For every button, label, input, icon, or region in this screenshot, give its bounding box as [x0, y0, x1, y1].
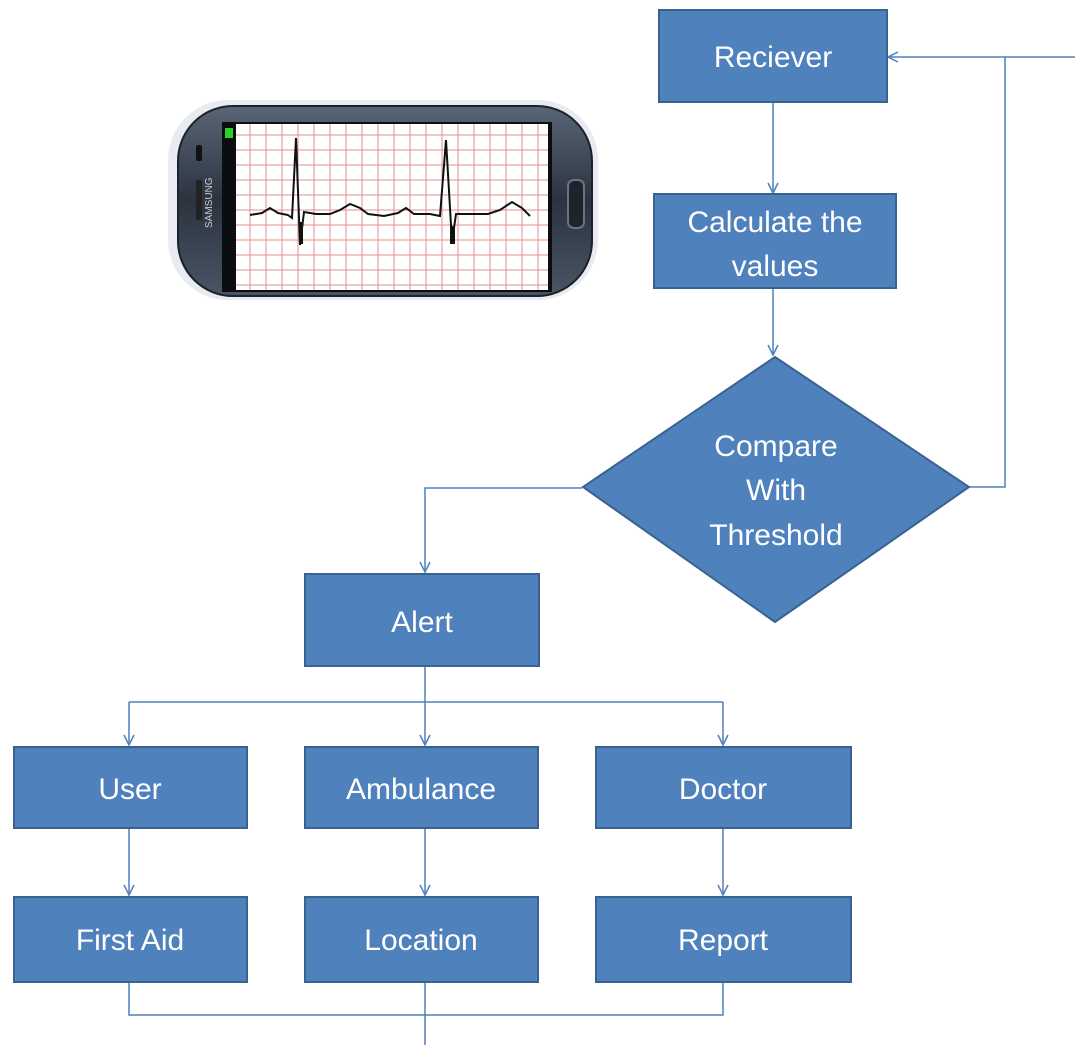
node-ambulance: Ambulance [304, 746, 539, 829]
node-user-label: User [98, 773, 161, 806]
connector-bottom-collector [128, 983, 724, 1016]
node-compare-label-line2: With [746, 474, 806, 507]
phone-brand-text: SAMSUNG [204, 177, 215, 228]
node-receiver-label: Reciever [714, 41, 832, 74]
node-alert-label: Alert [391, 606, 453, 639]
node-report-label: Report [678, 924, 769, 957]
node-calculate-label-line1: Calculate the [687, 206, 862, 239]
ecg-trace [249, 137, 531, 246]
phone-ecg-image: SAMSUNG [168, 100, 598, 300]
node-alert: Alert [304, 573, 540, 667]
connector-compare-feedback-to-receiver [969, 56, 1075, 488]
node-compare-label-line3: Threshold [709, 519, 842, 552]
node-location: Location [304, 896, 539, 983]
connectors [129, 57, 1075, 1045]
node-doctor: Doctor [595, 746, 852, 829]
node-ambulance-label: Ambulance [346, 773, 496, 806]
node-calculate-values: Calculate the values [653, 193, 897, 289]
node-calculate-label-line2: values [732, 250, 819, 283]
node-report: Report [595, 896, 852, 983]
node-compare-threshold: Compare With Threshold [581, 355, 971, 624]
node-location-label: Location [364, 924, 477, 957]
node-doctor-label: Doctor [679, 773, 767, 806]
node-first-aid: First Aid [13, 896, 248, 983]
node-compare-label-line1: Compare [714, 430, 837, 463]
node-receiver: Reciever [658, 9, 888, 103]
connector-compare-to-alert [425, 487, 582, 572]
ecg-grid [236, 124, 548, 290]
node-user: User [13, 746, 248, 829]
node-first-aid-label: First Aid [76, 924, 184, 957]
